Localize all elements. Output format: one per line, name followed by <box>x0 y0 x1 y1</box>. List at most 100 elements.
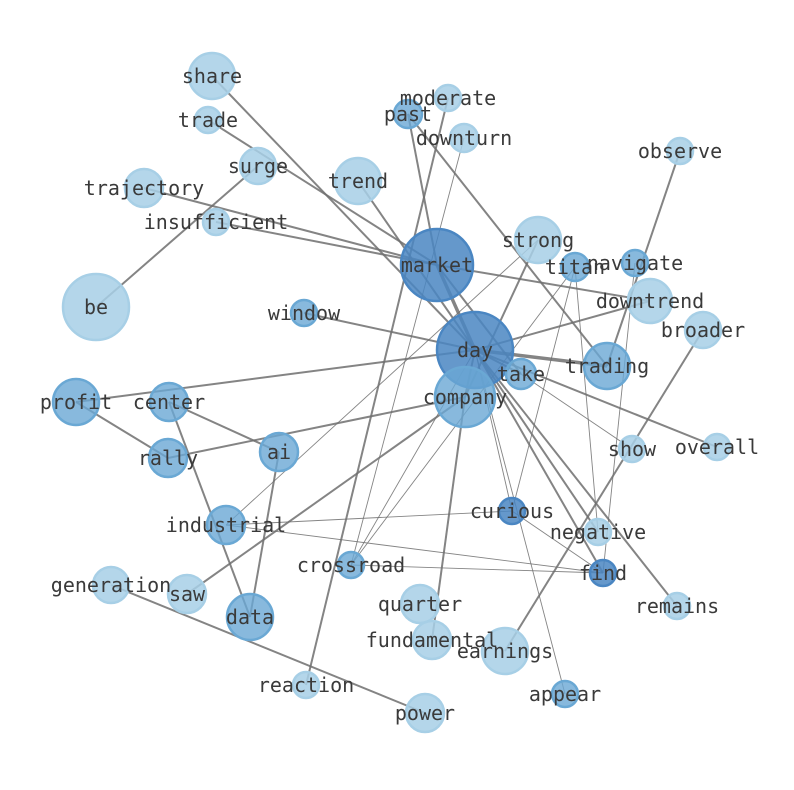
node-data <box>225 592 275 642</box>
node-label-navigate: navigate <box>587 251 683 275</box>
edge-day-find <box>474 349 604 574</box>
node-label-center: center <box>133 390 205 414</box>
edge-crossroad-find <box>350 564 604 574</box>
node-label-industrial: industrial <box>166 513 286 537</box>
node-strong <box>513 215 563 265</box>
node-label-trade: trade <box>178 108 238 132</box>
node-saw <box>166 573 208 615</box>
node-label-broader: broader <box>661 318 745 342</box>
node-label-appear: appear <box>529 682 601 706</box>
node-share <box>187 51 237 101</box>
node-label-market: market <box>401 253 473 277</box>
edge-past-trading <box>407 113 608 367</box>
edge-day-share <box>211 75 476 351</box>
node-crossroad <box>336 550 366 580</box>
node-profit <box>51 377 101 427</box>
nodes-layer <box>51 51 732 734</box>
node-label-trajectory: trajectory <box>84 176 204 200</box>
node-label-profit: profit <box>40 390 112 414</box>
node-find <box>588 558 618 588</box>
node-show <box>617 434 647 464</box>
node-trend <box>333 156 383 206</box>
edge-be-surge <box>95 165 259 308</box>
node-trajectory <box>123 167 165 209</box>
node-label-take: take <box>497 362 545 386</box>
node-label-generation: generation <box>51 573 171 597</box>
node-label-data: data <box>226 605 274 629</box>
node-label-power: power <box>395 701 455 725</box>
node-label-moderate: moderate <box>400 86 496 110</box>
edge-market-insufficient <box>215 221 438 266</box>
edge-moderate-reaction <box>305 97 449 686</box>
node-navigate <box>620 248 650 278</box>
node-label-crossroad: crossroad <box>297 553 405 577</box>
node-label-observe: observe <box>638 139 722 163</box>
node-remains <box>662 591 692 621</box>
node-curious <box>497 496 527 526</box>
node-overall <box>702 432 732 462</box>
node-label-titan: titan <box>545 255 605 279</box>
node-past <box>392 98 424 130</box>
node-downturn <box>448 122 480 154</box>
node-negative <box>583 517 613 547</box>
node-label-overall: overall <box>675 435 759 459</box>
node-label-reaction: reaction <box>258 673 354 697</box>
edge-curious-find <box>511 510 604 574</box>
node-rally <box>147 437 189 479</box>
edge-downturn-crossroad <box>350 137 465 566</box>
node-label-downtrend: downtrend <box>596 289 704 313</box>
edge-market-trade <box>207 119 438 266</box>
node-label-ai: ai <box>267 440 291 464</box>
node-reaction <box>291 670 321 700</box>
edge-titan-negative <box>574 266 599 533</box>
node-appear <box>550 679 580 709</box>
node-label-downturn: downturn <box>416 126 512 150</box>
node-label-insufficient: insufficient <box>144 210 289 234</box>
edge-industrial-curious <box>225 510 513 526</box>
node-label-trend: trend <box>328 169 388 193</box>
node-label-fundamental: fundamental <box>366 628 498 652</box>
node-label-curious: curious <box>470 499 554 523</box>
node-label-negative: negative <box>550 520 646 544</box>
edge-industrial-find <box>225 524 604 574</box>
node-label-show: show <box>608 437 657 461</box>
node-take <box>504 357 538 391</box>
node-label-day: day <box>457 338 493 362</box>
node-market <box>399 227 475 303</box>
node-company <box>433 365 497 429</box>
edge-day-remains <box>474 349 678 607</box>
node-earnings <box>480 626 530 676</box>
labels-layer: daymarketcompanytradingtakebesharetrades… <box>40 64 759 725</box>
node-label-be: be <box>84 295 108 319</box>
node-downtrend <box>626 277 674 325</box>
node-label-trading: trading <box>565 354 649 378</box>
node-trade <box>193 105 223 135</box>
edge-generation-power <box>110 584 426 714</box>
node-quarter <box>399 583 441 625</box>
node-power <box>404 692 446 734</box>
edge-company-rally <box>167 396 466 459</box>
edge-company-saw <box>186 396 466 595</box>
edge-market-trajectory <box>143 187 438 266</box>
edge-broader-earnings <box>504 329 704 652</box>
node-label-saw: saw <box>169 582 206 606</box>
edge-take-show <box>520 373 633 450</box>
node-label-window: window <box>268 301 341 325</box>
node-label-share: share <box>182 64 242 88</box>
node-insufficient <box>201 207 231 237</box>
node-observe <box>665 136 695 166</box>
node-label-surge: surge <box>228 154 288 178</box>
node-moderate <box>433 83 463 113</box>
node-trading <box>582 341 632 391</box>
node-label-quarter: quarter <box>378 592 462 616</box>
node-label-earnings: earnings <box>457 639 553 663</box>
node-center <box>148 381 190 423</box>
edge-strong-industrial <box>225 239 539 526</box>
node-surge <box>238 146 278 186</box>
node-generation <box>91 565 131 605</box>
node-window <box>289 298 319 328</box>
node-label-past: past <box>384 102 432 126</box>
node-industrial <box>205 504 247 546</box>
node-fundamental <box>411 619 453 661</box>
edge-center-data <box>168 401 251 618</box>
